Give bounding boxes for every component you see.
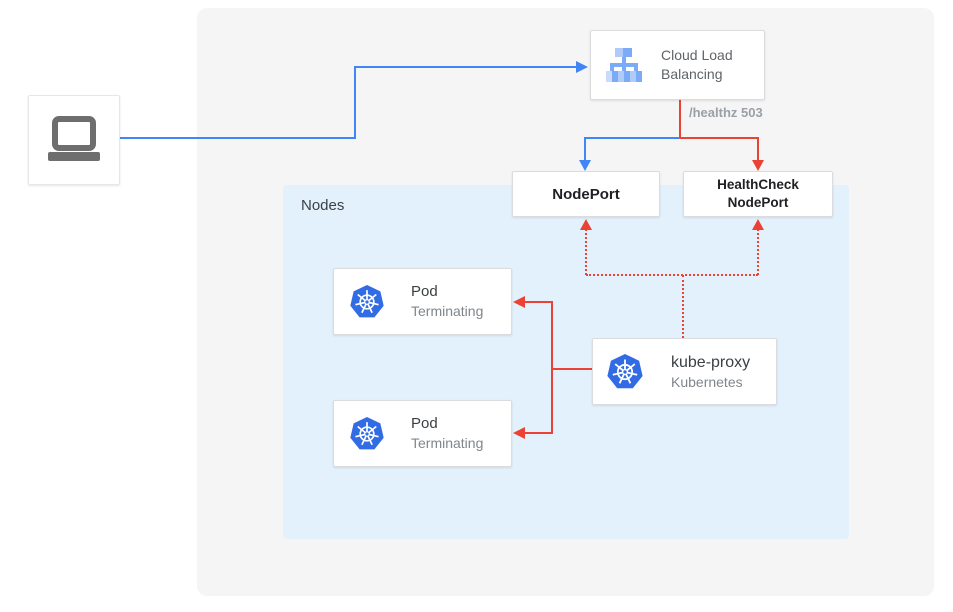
healthcheck-label-line2: NodePort	[727, 195, 789, 210]
healthcheck-nodeport-box: HealthCheck NodePort	[683, 171, 833, 217]
pod-2-title: Pod	[411, 415, 438, 432]
kubeproxy-dotted-branch	[586, 274, 758, 276]
clb-label-line1: Cloud Load	[661, 47, 733, 63]
pod-2-label: Pod Terminating	[411, 414, 483, 453]
pod-1-title: Pod	[411, 283, 438, 300]
line-into-pod-2	[524, 432, 552, 434]
kubeproxy-to-pods-line	[552, 368, 592, 370]
pod-1-label: Pod Terminating	[411, 282, 483, 321]
cloud-load-balancing-box: Cloud Load Balancing	[590, 30, 765, 100]
pod-terminating-box-2: Pod Terminating	[333, 400, 512, 467]
kube-proxy-box: kube-proxy Kubernetes	[592, 338, 777, 405]
kubernetes-icon	[349, 416, 385, 452]
arrow-into-pod-1	[513, 296, 525, 308]
client-to-clb-line	[120, 137, 356, 139]
healthcheck-nodeport-label: HealthCheck NodePort	[717, 176, 799, 212]
healthz-status-label: /healthz 503	[689, 105, 763, 120]
arrow-into-clb	[576, 61, 588, 73]
arrow-into-nodeport	[579, 160, 591, 171]
clb-to-nodeport-line	[584, 137, 586, 161]
arrow-into-nodeport-bottom	[580, 219, 592, 230]
arrow-into-healthcheck-bottom	[752, 219, 764, 230]
client-box	[28, 95, 120, 185]
cloud-load-balancing-label: Cloud Load Balancing	[661, 46, 733, 84]
kubeproxy-dotted-stem	[682, 275, 684, 338]
arrow-into-healthcheck-nodeport	[752, 160, 764, 171]
healthcheck-label-line1: HealthCheck	[717, 177, 799, 192]
clb-healthcheck-line	[679, 100, 681, 139]
kubeproxy-to-healthcheck-dotted	[757, 229, 759, 275]
nodes-label: Nodes	[301, 197, 345, 214]
kubernetes-icon	[349, 284, 385, 320]
kubeproxy-to-pods-line	[551, 301, 553, 434]
clb-to-healthcheck-line	[757, 137, 759, 161]
kubeproxy-to-nodeport-dotted	[585, 229, 587, 275]
client-to-clb-line	[354, 66, 576, 68]
kubernetes-icon	[606, 353, 644, 391]
pod-1-status: Terminating	[411, 303, 484, 319]
clb-to-healthcheck-line	[679, 137, 759, 139]
client-to-clb-line	[354, 66, 356, 139]
nodeport-label: NodePort	[552, 185, 620, 203]
clb-to-nodeport-line	[584, 137, 680, 139]
nodeport-box: NodePort	[512, 171, 660, 217]
kube-proxy-label: kube-proxy Kubernetes	[671, 352, 750, 392]
line-into-pod-1	[524, 301, 552, 303]
clb-label-line2: Balancing	[661, 66, 723, 82]
arrow-into-pod-2	[513, 427, 525, 439]
pod-2-status: Terminating	[411, 435, 484, 451]
pod-terminating-box-1: Pod Terminating	[333, 268, 512, 335]
kube-proxy-subtitle: Kubernetes	[671, 373, 743, 390]
load-balancer-icon	[601, 42, 647, 88]
laptop-icon	[45, 116, 103, 164]
kube-proxy-title: kube-proxy	[671, 353, 751, 371]
